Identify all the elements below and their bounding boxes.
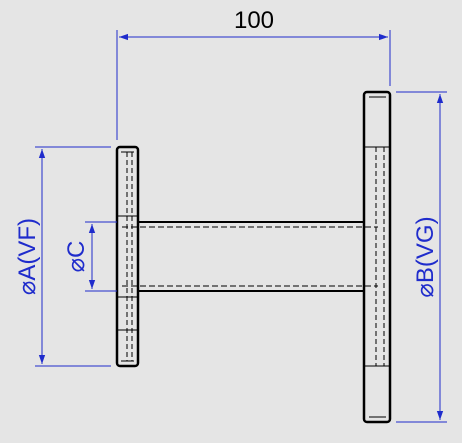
diameter-symbol-icon: ⌀ — [412, 283, 439, 297]
dimension-flange-a-label: ⌀A(VF) — [14, 218, 41, 295]
dimensions: 100 ⌀A(VF) ⌀C ⌀B(VG) — [14, 7, 447, 423]
dimension-flange-b-value: B(VG) — [412, 216, 439, 283]
left-flange — [115, 145, 140, 368]
right-flange — [362, 90, 392, 424]
dimension-bore-value: C — [63, 241, 90, 258]
shaft — [122, 221, 378, 292]
dimension-bore-diameter[interactable]: ⌀C — [63, 221, 117, 292]
dimension-flange-b-diameter[interactable]: ⌀B(VG) — [396, 91, 447, 423]
dimension-flange-a-value: A(VF) — [14, 218, 41, 281]
dimension-overall-length[interactable]: 100 — [116, 7, 391, 140]
dimension-bore-label: ⌀C — [63, 241, 90, 273]
dimension-flange-a-diameter[interactable]: ⌀A(VF) — [14, 146, 111, 367]
diameter-symbol-icon: ⌀ — [63, 258, 90, 272]
dimension-flange-b-label: ⌀B(VG) — [412, 216, 439, 297]
diameter-symbol-icon: ⌀ — [14, 281, 41, 295]
dimension-overall-length-value: 100 — [234, 7, 274, 34]
part-geometry — [115, 90, 392, 424]
